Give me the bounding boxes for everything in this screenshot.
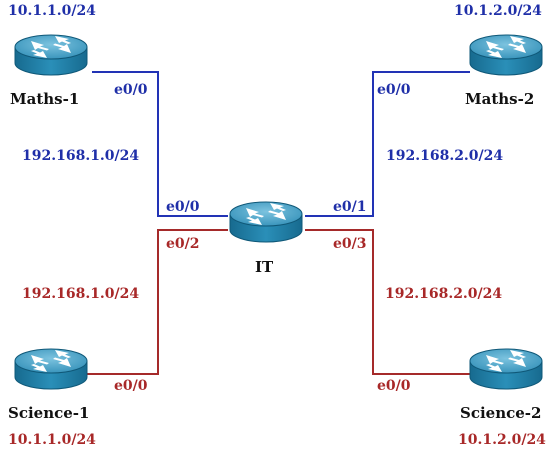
maths2-network: 10.1.2.0/24	[454, 3, 542, 19]
science1-interface: e0/0	[114, 378, 148, 394]
maths1-network: 10.1.1.0/24	[8, 3, 96, 19]
it-interface-e0-2: e0/2	[166, 236, 200, 252]
it-interface-e0-3: e0/3	[333, 236, 367, 252]
it-name: IT	[255, 258, 274, 276]
science2-it-link-network: 192.168.2.0/24	[385, 286, 502, 302]
link-science2-it	[305, 229, 470, 375]
maths2-name: Maths-2	[465, 90, 534, 108]
maths2-it-link-network: 192.168.2.0/24	[386, 148, 503, 164]
router-icon[interactable]	[469, 34, 543, 76]
link-maths2-it	[305, 71, 470, 217]
science1-it-link-network: 192.168.1.0/24	[22, 286, 139, 302]
link-science1-it	[82, 229, 228, 375]
maths1-name: Maths-1	[10, 90, 79, 108]
it-interface-e0-0: e0/0	[166, 199, 200, 215]
science2-interface: e0/0	[377, 378, 411, 394]
router-icon[interactable]	[14, 34, 88, 76]
maths2-interface: e0/0	[377, 82, 411, 98]
science2-network: 10.1.2.0/24	[458, 432, 546, 448]
router-icon[interactable]	[229, 201, 303, 243]
it-interface-e0-1: e0/1	[333, 199, 367, 215]
science1-name: Science-1	[8, 404, 89, 422]
science2-name: Science-2	[460, 404, 541, 422]
maths1-interface: e0/0	[114, 82, 148, 98]
router-icon[interactable]	[14, 348, 88, 390]
maths1-it-link-network: 192.168.1.0/24	[22, 148, 139, 164]
link-maths1-it	[92, 71, 228, 217]
science1-network: 10.1.1.0/24	[8, 432, 96, 448]
router-icon[interactable]	[469, 348, 543, 390]
